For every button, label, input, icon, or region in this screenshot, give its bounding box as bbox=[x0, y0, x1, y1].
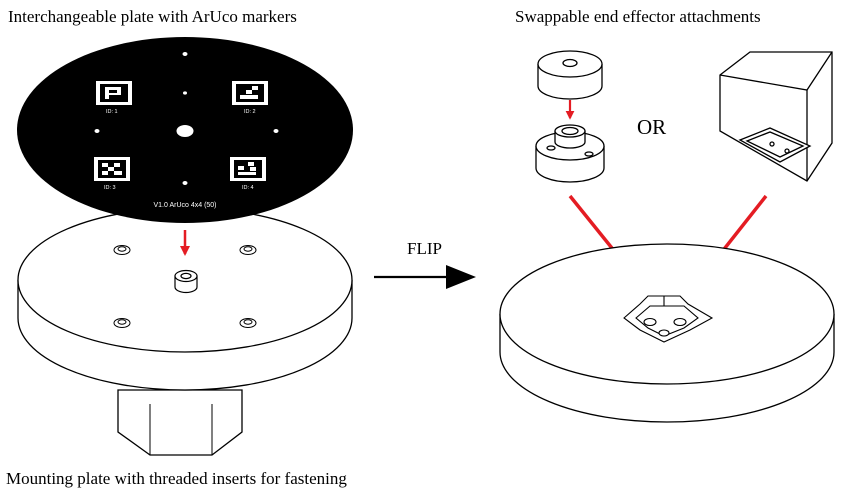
attachment-cube bbox=[719, 51, 833, 182]
mounting-plate bbox=[17, 207, 353, 456]
aruco-plate: ID: 1 ID: 2 ID: 3 bbox=[17, 37, 353, 223]
aruco-marker-2 bbox=[232, 81, 268, 105]
aruco-marker-1 bbox=[96, 81, 132, 105]
plate-holes bbox=[94, 52, 279, 185]
aruco-marker-4 bbox=[230, 157, 266, 181]
mounting-plate-caption: Mounting plate with threaded inserts for… bbox=[6, 469, 347, 488]
attachment-ring bbox=[537, 50, 603, 100]
marker-label-3: ID: 3 bbox=[104, 185, 116, 191]
flip-label: FLIP bbox=[407, 239, 442, 258]
aruco-plate-footer: V1.0 ArUco 4x4 (50) bbox=[153, 202, 216, 209]
end-effector-receptacle bbox=[623, 295, 714, 343]
marker-label-2: ID: 2 bbox=[244, 109, 256, 115]
attachment-adapter bbox=[535, 124, 605, 183]
aruco-marker-3 bbox=[94, 157, 130, 181]
aruco-plate-caption: Interchangeable plate with ArUco markers bbox=[8, 7, 297, 26]
marker-label-1: ID: 1 bbox=[106, 109, 118, 115]
flip-arrow bbox=[374, 265, 476, 289]
center-threaded-insert bbox=[174, 269, 198, 294]
marker-label-4: ID: 4 bbox=[242, 185, 254, 191]
or-label: OR bbox=[637, 115, 666, 139]
end-effector-caption: Swappable end effector attachments bbox=[515, 7, 761, 26]
threaded-insert-holes bbox=[113, 245, 257, 328]
mounting-bracket bbox=[117, 389, 243, 456]
plate-center-hole bbox=[176, 125, 194, 137]
